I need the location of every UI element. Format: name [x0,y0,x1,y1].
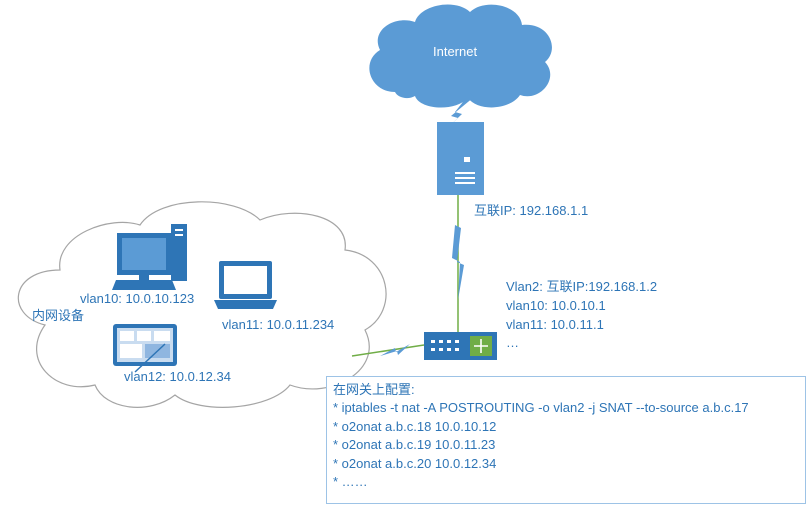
switch-icon [424,332,497,360]
desktop-vlan-label: vlan10: 10.0.10.123 [80,291,195,306]
lan-label: 内网设备 [32,308,85,323]
lightning-link-icon [440,93,474,135]
config-line: * o2onat a.b.c.18 10.0.10.12 [333,418,497,434]
config-line: * iptables -t nat -A POSTROUTING -o vlan… [333,400,749,415]
server-interconnect-ip: 互联IP: 192.168.1.1 [474,203,589,218]
internet-cloud-icon [369,4,552,108]
lan-to-switch-link [351,344,425,357]
desktop-icon [112,224,187,290]
config-title: 在网关上配置: [333,382,415,397]
internet-label: Internet [433,44,478,59]
lightning-link-icon [380,344,410,356]
laptop-vlan-label: vlan11: 10.0.11.234 [222,317,335,332]
config-line: * …… [333,474,368,489]
config-line: * o2onat a.b.c.19 10.0.11.23 [333,437,496,452]
gateway-config-box: 在网关上配置: * iptables -t nat -A POSTROUTING… [326,376,806,504]
laptop-icon [214,261,277,309]
tablet-vlan-label: vlan12: 10.0.12.34 [124,369,231,384]
tablet-icon [113,324,177,373]
config-line: * o2onat a.b.c.20 10.0.12.34 [333,455,497,471]
switch-vlan11-ip: vlan11: 10.0.11.1 [506,317,604,332]
switch-vlan10-ip: vlan10: 10.0.10.1 [506,298,606,313]
lightning-link-icon [452,225,464,300]
server-icon [437,122,484,195]
switch-more: … [506,335,519,350]
switch-vlan2-ip: Vlan2: 互联IP:192.168.1.2 [506,279,658,294]
lan-cloud-icon [17,201,387,408]
